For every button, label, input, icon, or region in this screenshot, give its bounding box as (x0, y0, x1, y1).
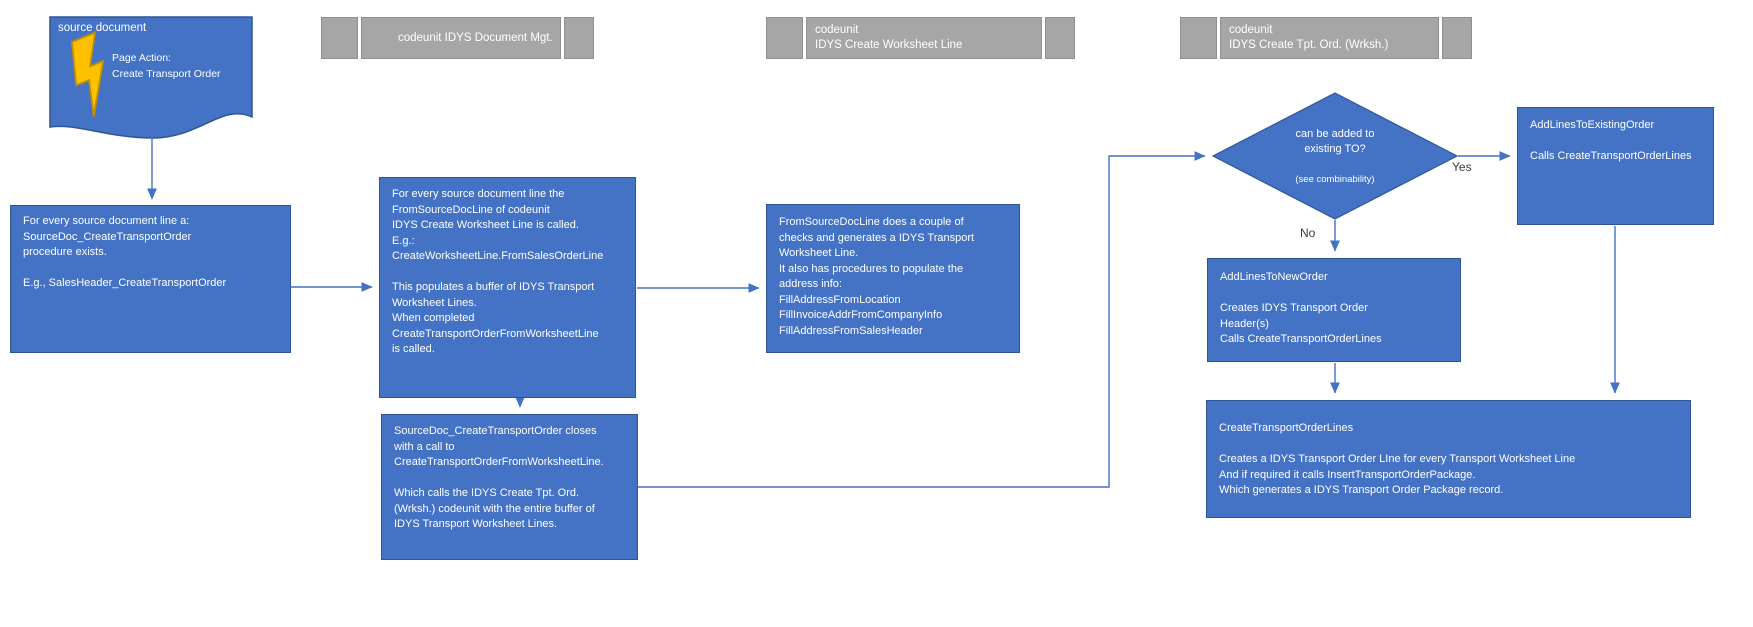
lane-end-cell (321, 17, 358, 59)
decision-note: (see combinability) (1295, 174, 1375, 185)
lane-header-document-mgt: codeunit IDYS Document Mgt. (321, 17, 594, 59)
source-document-title: source document (58, 22, 147, 34)
step-box-add-lines-new-order: AddLinesToNewOrder Creates IDYS Transpor… (1207, 258, 1461, 362)
branch-label-no: No (1300, 226, 1316, 240)
step-box-create-transport-order-lines: CreateTransportOrderLines Creates a IDYS… (1206, 400, 1691, 518)
decision-question: can be added to existing TO? (see combin… (1215, 112, 1455, 187)
step-box-from-source-doc-line-detail: FromSourceDocLine does a couple of check… (766, 204, 1020, 353)
source-document-action-text: Page Action: Create Transport Order (112, 52, 221, 80)
lightning-bolt-icon (70, 31, 105, 117)
lane-label: codeunit IDYS Create Worksheet Line (806, 17, 1042, 59)
lane-end-cell (564, 17, 594, 59)
lane-header-create-tpt-ord: codeunit IDYS Create Tpt. Ord. (Wrksh.) (1180, 17, 1472, 59)
lane-end-cell (1442, 17, 1472, 59)
step-box-source-proc: For every source document line a: Source… (10, 205, 291, 353)
lane-label: codeunit IDYS Document Mgt. (361, 17, 561, 59)
lane-end-cell (1180, 17, 1217, 59)
branch-label-yes: Yes (1452, 160, 1472, 174)
lane-end-cell (766, 17, 803, 59)
decision-diamond (1211, 92, 1459, 220)
decision-question-text: can be added to existing TO? (1295, 128, 1375, 155)
lane-end-cell (1045, 17, 1075, 59)
step-box-add-lines-existing-order: AddLinesToExistingOrder Calls CreateTran… (1517, 107, 1714, 225)
lane-label: codeunit IDYS Create Tpt. Ord. (Wrksh.) (1220, 17, 1439, 59)
arrow-step4-to-decision (638, 151, 1206, 488)
source-document-shape (49, 16, 253, 139)
lane-header-create-worksheet-line: codeunit IDYS Create Worksheet Line (766, 17, 1075, 59)
step-box-closes-with-call: SourceDoc_CreateTransportOrder closes wi… (381, 414, 638, 560)
step-box-from-source-doc-line-call: For every source document line the FromS… (379, 177, 636, 398)
